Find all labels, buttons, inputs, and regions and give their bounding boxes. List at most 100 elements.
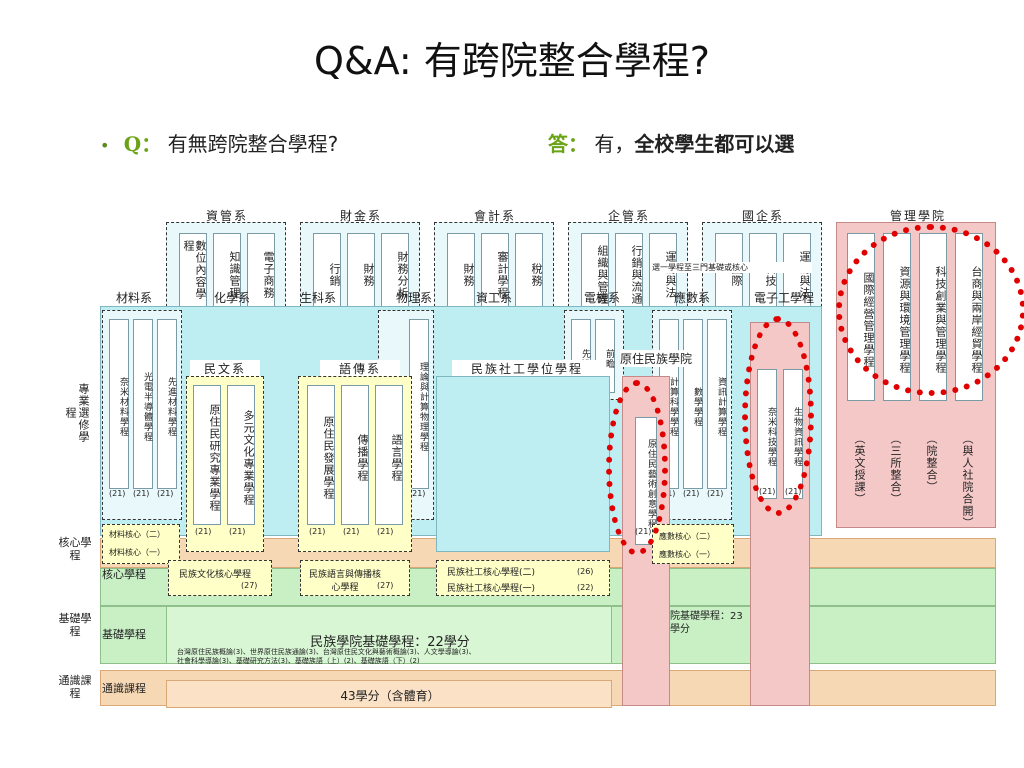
general-band-label: 通識課程: [102, 682, 146, 695]
social-core-box: 民族社工核心學程(二) (26) 民族社工核心學程(一) (22): [436, 560, 610, 596]
dept-box-acc: 財務 審計學程 稅務: [434, 222, 554, 312]
answer-text-b: 全校學生都可以選: [634, 132, 795, 156]
program-note: （英文授課）: [853, 433, 866, 505]
general-credits: 43學分（含體育）: [340, 689, 440, 703]
mid-label: 材料系: [116, 291, 153, 305]
unit-label: (21): [195, 527, 212, 536]
program-column[interactable]: 原住民研究專業學程: [193, 385, 221, 525]
core-item[interactable]: 應數核心（一）: [659, 550, 715, 559]
program-column[interactable]: 語言學程: [375, 385, 403, 525]
core-item[interactable]: 民族社工核心學程(二): [447, 568, 536, 578]
program-column[interactable]: 審計學程: [481, 233, 509, 311]
program-column[interactable]: 財務分析: [381, 233, 409, 311]
dept-label-im: 資管系: [205, 209, 248, 223]
mgmt-college-label: 管理學院: [889, 209, 946, 223]
dept-box-fin: 行銷 財務 財務分析: [300, 222, 420, 312]
mid-label: 電機系: [584, 291, 621, 305]
program-column[interactable]: 數位內容學程: [179, 233, 207, 311]
mid-label: 物理系: [396, 291, 433, 305]
unit-label: (21): [229, 527, 246, 536]
core-item[interactable]: 材料核心（二）: [109, 530, 165, 539]
language-core-box: 民族語言與傳播核心學程 (27): [300, 560, 410, 596]
mid-label: 化學系: [214, 291, 251, 305]
core-item[interactable]: 民族語言與傳播核心學程: [308, 570, 381, 593]
core-item[interactable]: 民族文化核心學程: [178, 570, 251, 580]
answer-mark: 答：: [548, 132, 588, 156]
basic-band-label: 基礎學程: [102, 628, 146, 641]
program-column[interactable]: 資訊計算學程: [707, 319, 727, 489]
dept-label-fin: 財金系: [339, 209, 382, 223]
side-label-general: 通識課程: [58, 674, 92, 700]
program-column[interactable]: 行銷: [313, 233, 341, 311]
qa-line: • Q： 有無跨院整合學程?: [100, 128, 338, 157]
mid-label: 資工系: [476, 291, 513, 305]
program-column[interactable]: 稅務: [515, 233, 543, 311]
program-column[interactable]: 多元文化專業學程: [227, 385, 255, 525]
program-column[interactable]: 理論與計算物理學程: [409, 319, 429, 489]
social-box: [436, 376, 610, 552]
answer-text-a: 有，: [594, 132, 635, 156]
yc-box: 原住民發展學程 傳播學程 語言學程 (21) (21) (21): [298, 376, 412, 552]
yc-label: 語傳系: [320, 360, 400, 377]
social-label: 民族社工學位學程: [452, 360, 602, 377]
highlight-oval: [606, 380, 668, 556]
program-column[interactable]: 行銷與流通: [615, 233, 643, 311]
side-label-major: 專業選修學程: [64, 383, 90, 443]
mid-label: 應數系: [674, 291, 711, 305]
bullet-icon: •: [100, 136, 110, 155]
unit-label: (27): [377, 581, 394, 590]
general-box: 43學分（含體育）: [166, 680, 612, 708]
answer-line: 答： 有，全校學生都可以選: [548, 128, 794, 157]
materials-box: 奈米材料學程 光電半導體學程 先進材料學程 (21) (21) (21): [102, 310, 182, 520]
highlight-oval: [742, 316, 814, 516]
program-column[interactable]: 數學學程: [683, 319, 703, 489]
program-column[interactable]: 傳播學程: [341, 385, 369, 525]
unit-label: (21): [343, 527, 360, 536]
core-item[interactable]: 材料核心（一）: [109, 548, 165, 557]
dept-label-ba: 企管系: [607, 209, 650, 223]
question-text: 有無跨院整合學程?: [167, 132, 339, 156]
unit-label: (21): [109, 489, 126, 498]
program-column[interactable]: 奈米材料學程: [109, 319, 129, 489]
basic-box: 民族學院基礎學程：22學分 台灣原住民族概論(3)、世界原住民族通論(3)、台灣…: [166, 606, 612, 665]
unit-label: (21): [377, 527, 394, 536]
unit-label: (21): [133, 489, 150, 498]
unit-label: (21): [157, 489, 174, 498]
unit-label: (26): [577, 567, 594, 576]
program-column[interactable]: 財務: [347, 233, 375, 311]
dept-label-ib: 國企系: [741, 209, 784, 223]
side-label-basic: 基礎學程: [58, 612, 92, 638]
program-column[interactable]: 知識管理: [213, 233, 241, 311]
program-column[interactable]: 先進材料學程: [157, 319, 177, 489]
core-band-label: 核心學程: [102, 568, 146, 581]
basic-courses-line1: 台灣原住民族概論(3)、世界原住民族通論(3)、台灣原住民文化與藝術概論(3)、…: [177, 648, 476, 656]
program-column[interactable]: 電子商務: [247, 233, 275, 311]
program-note: （與人社院合開）: [961, 433, 974, 529]
unit-label: (22): [577, 583, 594, 592]
core-item[interactable]: 民族社工核心學程(一): [447, 584, 536, 594]
basic-right-text: 院基礎學程：23學分: [670, 611, 743, 635]
unit-label: (21): [707, 489, 724, 498]
page-title: Q&A: 有跨院整合學程?: [314, 39, 710, 83]
side-label-core: 核心學程: [58, 536, 92, 562]
unit-label: (27): [241, 581, 258, 590]
highlight-oval: [836, 224, 1024, 396]
program-column[interactable]: 財務: [447, 233, 475, 311]
mw-box: 原住民研究專業學程 多元文化專業學程 (21) (21): [186, 376, 264, 552]
basic-courses-line2: 社會科學導論(3)、基礎研究方法(3)、基礎族語（上）(2)、基礎族語（下）(2…: [177, 657, 420, 665]
core-item[interactable]: 應數核心（二）: [659, 532, 715, 541]
mid-label: 生科系: [300, 291, 337, 305]
mw-label: 民文系: [190, 360, 260, 377]
program-column[interactable]: 光電半導體學程: [133, 319, 153, 489]
college-label: 原住民族學院: [620, 350, 693, 367]
basic-title: 民族學院基礎學程：22學分: [310, 635, 470, 650]
program-column[interactable]: 組織與管理: [581, 233, 609, 311]
tiny-note: 選一學程至三門基礎或核心: [652, 262, 812, 273]
dept-label-acc: 會計系: [473, 209, 516, 223]
program-column[interactable]: 原住民發展學程: [307, 385, 335, 525]
unit-label: (21): [309, 527, 326, 536]
math-core-box: 應數核心（二） 應數核心（一）: [652, 524, 734, 564]
unit-label: (21): [409, 489, 426, 498]
program-note: （院整合）: [925, 433, 938, 493]
mid-label: 電子工學程: [754, 291, 815, 305]
